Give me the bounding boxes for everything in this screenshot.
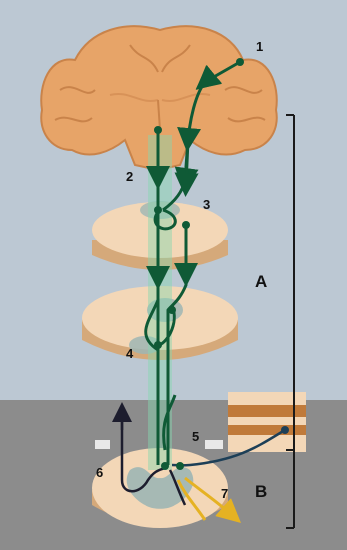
neuron-node-icon xyxy=(161,462,169,470)
label-region-b: B xyxy=(255,483,267,500)
label-region-a: A xyxy=(255,273,267,290)
neuron-node-icon xyxy=(154,126,162,134)
label-5: 5 xyxy=(192,430,199,443)
neuron-node-icon xyxy=(154,206,162,214)
label-7: 7 xyxy=(221,487,228,500)
label-4: 4 xyxy=(126,347,133,360)
neuron-node-icon xyxy=(182,221,190,229)
label-6: 6 xyxy=(96,466,103,479)
label-2: 2 xyxy=(126,170,133,183)
neuron-node-icon xyxy=(281,426,289,434)
neuron-node-icon xyxy=(236,58,244,66)
neuron-node-icon xyxy=(154,341,162,349)
neuron-node-icon xyxy=(176,462,184,470)
label-1: 1 xyxy=(256,40,263,53)
label-3: 3 xyxy=(203,198,210,211)
neuron-node-icon xyxy=(168,306,176,314)
